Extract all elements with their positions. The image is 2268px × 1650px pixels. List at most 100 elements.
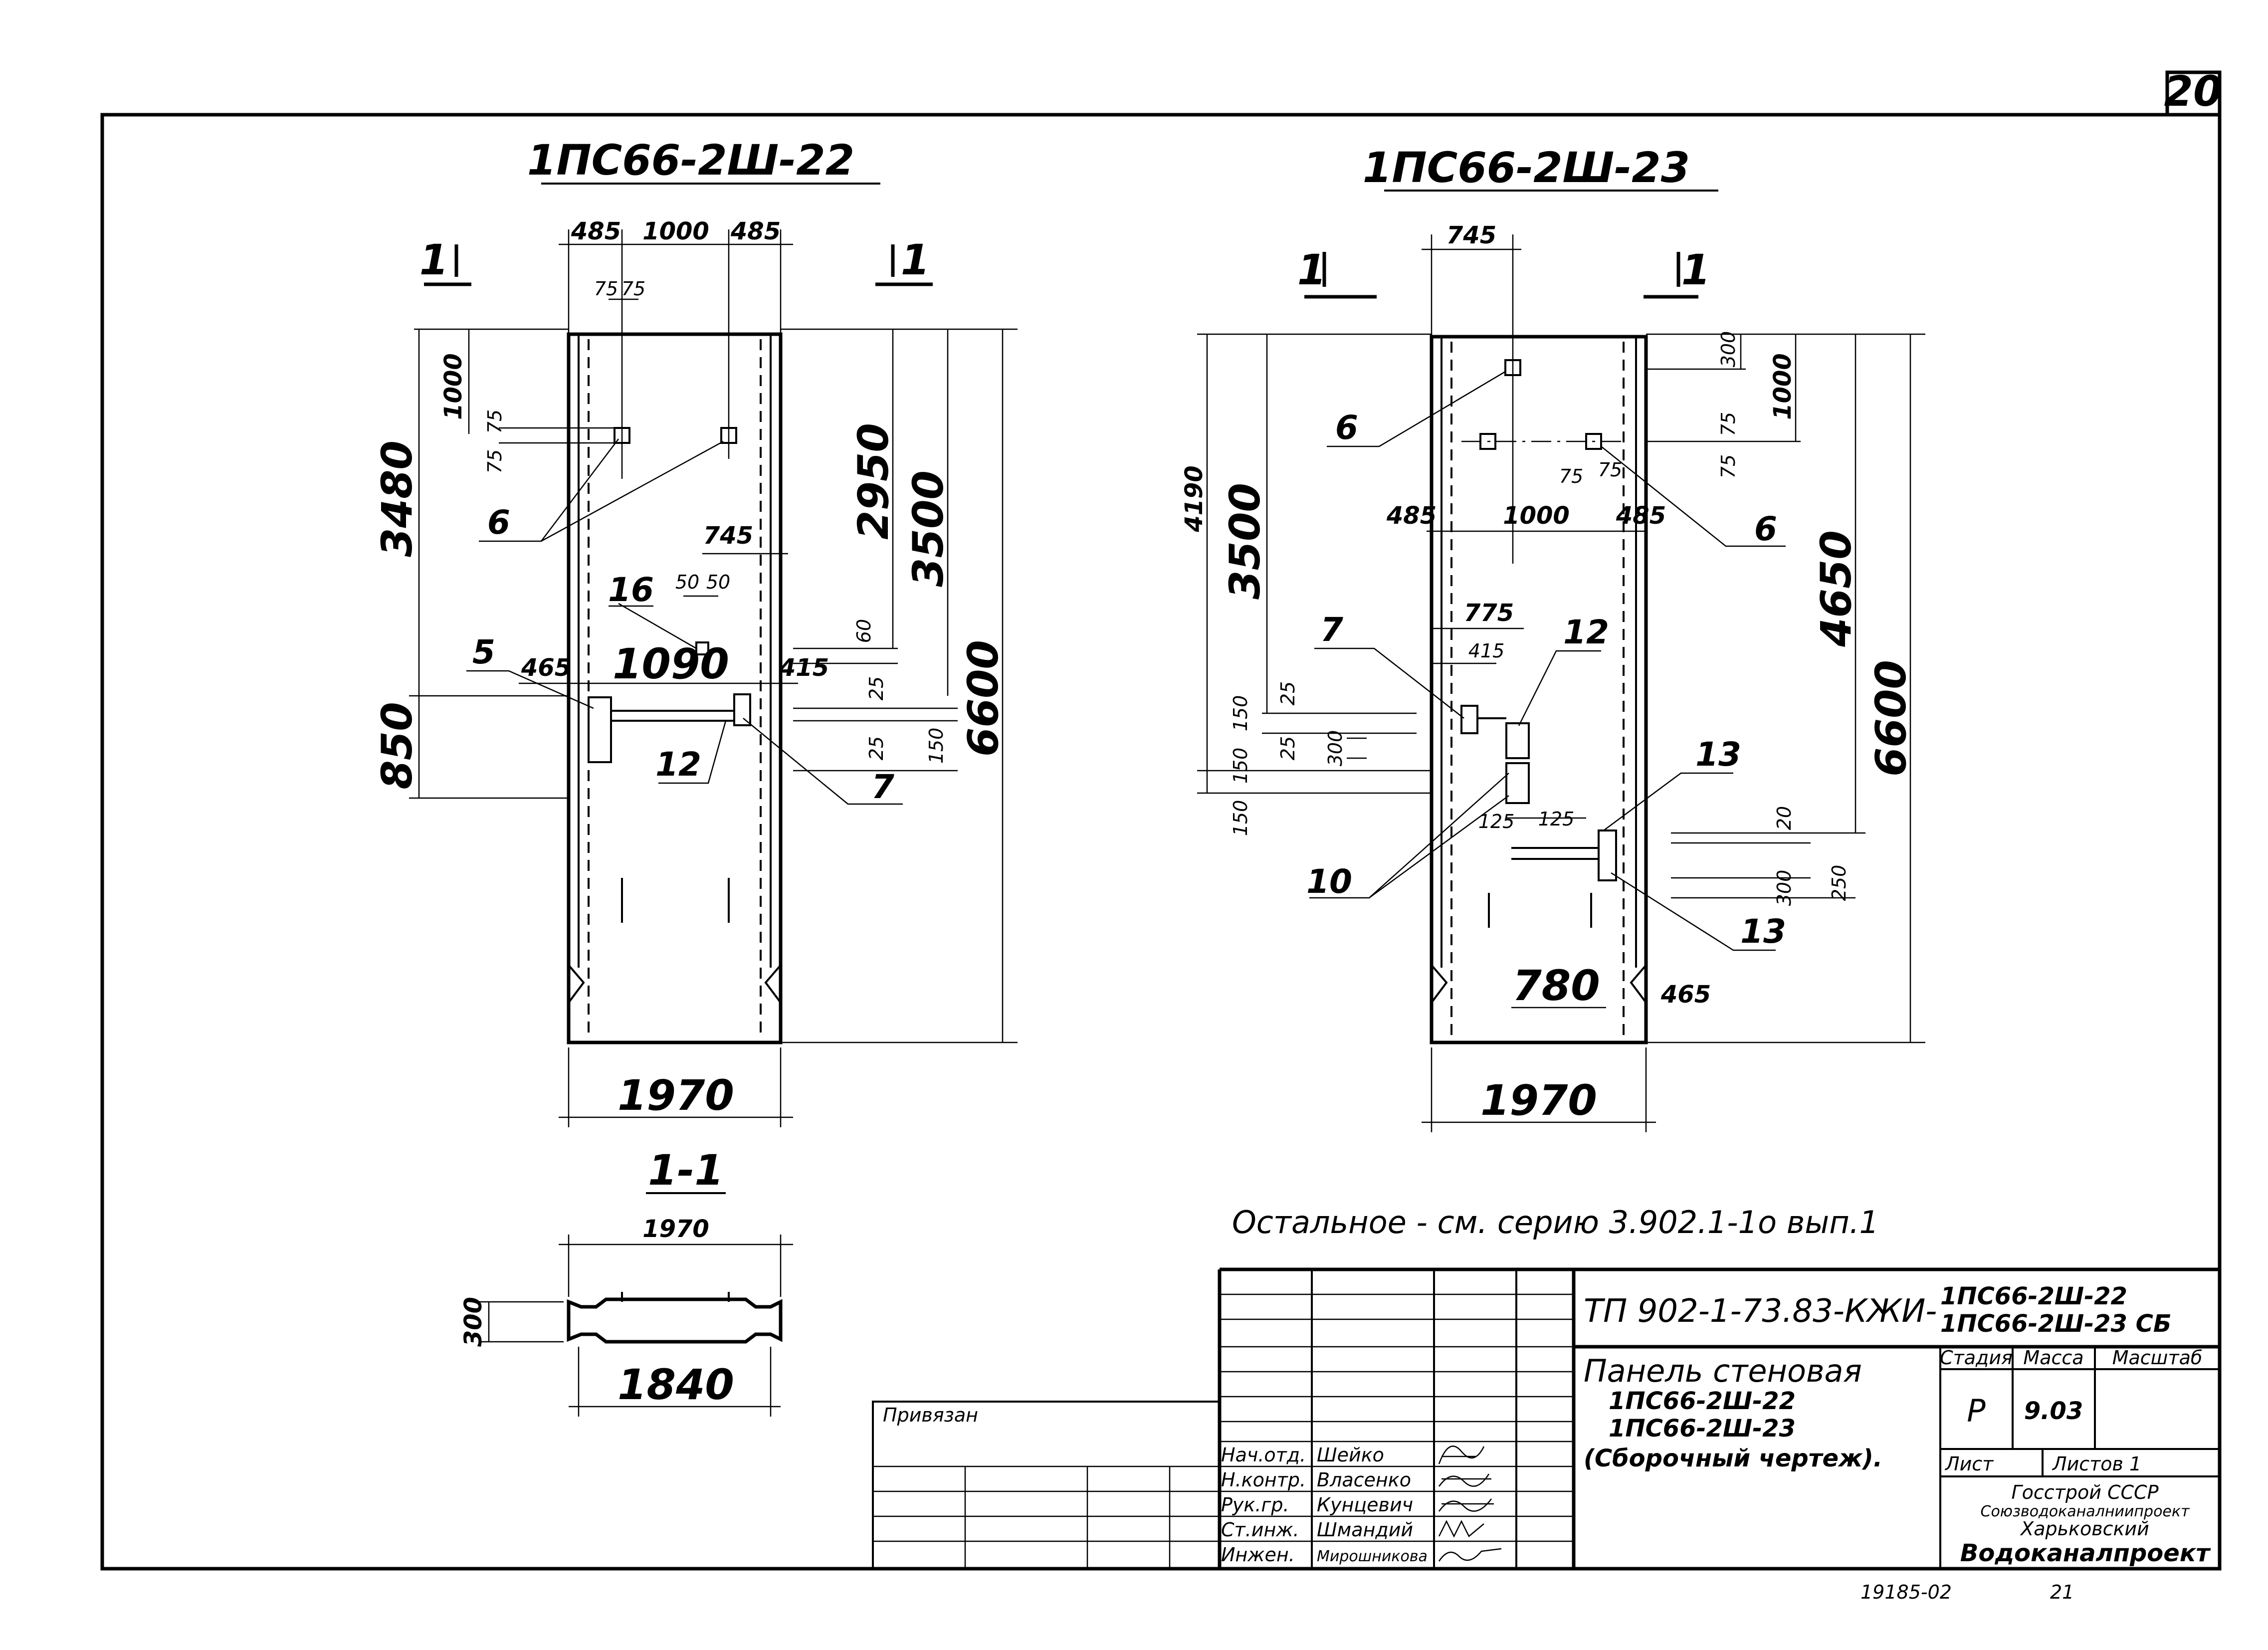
left-leader-5 <box>466 670 594 709</box>
left-dim-50b: 50 <box>706 571 730 593</box>
left-leader-12-label: 12 <box>655 745 701 784</box>
left-dim-v-850-label: 850 <box>373 702 421 789</box>
right-dim-485a: 485 <box>1386 502 1437 530</box>
left-dim-1090: 1090 <box>613 639 729 688</box>
left-leader-16 <box>618 603 697 649</box>
left-view-title: 1ПС66-2Ш-22 <box>527 136 854 185</box>
mass-value: 9.03 <box>2024 1397 2083 1425</box>
right-dim-3500: 3500 <box>1221 483 1269 600</box>
right-dim-25b: 25 <box>1277 736 1299 760</box>
sheets-label: Листов 1 <box>2052 1453 2141 1475</box>
left-leader-12 <box>658 720 727 784</box>
right-dim-300: 300 <box>1717 331 1739 368</box>
right-dim-300c: 300 <box>1324 730 1346 767</box>
right-leader-10 <box>1309 773 1509 899</box>
left-dim-415: 415 <box>779 654 829 682</box>
sheet-number-box <box>2165 70 2222 117</box>
right-dim-1000: 1000 <box>1769 353 1797 420</box>
left-dim-75b: 75 <box>621 278 645 300</box>
org-line-4: Водоканалпроект <box>1960 1539 2212 1567</box>
right-dim-150b: 150 <box>1230 748 1251 784</box>
name-5: Мирошникова <box>1317 1548 1428 1565</box>
section-dim-height: 300 <box>459 1297 487 1347</box>
role-3: Рук.гр. <box>1221 1494 1289 1516</box>
left-dim-75a: 75 <box>594 278 618 300</box>
left-dim-60: 60 <box>853 619 875 643</box>
title-block: Привязан Нач.отд. Н.контр. Рук.гр. Ст.ин… <box>872 1267 2220 1570</box>
left-panel-outline <box>567 332 783 1044</box>
sheet-label: Лист <box>1944 1453 1994 1475</box>
left-leader-6-label: 6 <box>487 503 510 542</box>
stage-grid <box>1940 1347 2220 1477</box>
left-leader-7 <box>743 718 903 805</box>
signature-1 <box>1438 1445 1485 1464</box>
right-leader-13-bottom-label: 13 <box>1740 912 1786 951</box>
right-leader-7 <box>1314 647 1464 719</box>
right-dim-4190: 4190 <box>1180 465 1208 533</box>
right-groove-notch <box>1431 964 1448 1004</box>
right-dim-20: 20 <box>1773 806 1795 830</box>
desc-line-1: Панель стеновая <box>1584 1353 1862 1389</box>
right-dim-485b: 485 <box>1616 502 1666 530</box>
right-leader-7-label: 7 <box>1320 611 1343 649</box>
right-leader-10-label: 10 <box>1306 862 1352 901</box>
right-dim-745: 745 <box>1446 221 1496 249</box>
signature-5 <box>1438 1548 1502 1562</box>
doc-mark-2: 1ПС66-2Ш-23 СБ <box>1940 1310 2171 1338</box>
right-embed-12 <box>1505 722 1530 759</box>
section-dim-top: 1970 <box>642 1215 709 1243</box>
right-leader-6-left-label: 6 <box>1335 409 1358 447</box>
right-groove-notch <box>1630 964 1647 1004</box>
left-leader-5-label: 5 <box>472 633 495 671</box>
left-dim-25a: 25 <box>865 676 887 700</box>
signature-2 <box>1438 1473 1491 1487</box>
right-embed-10 <box>1505 762 1530 804</box>
left-dim-v-2950-label: 2950 <box>849 423 898 540</box>
right-leader-12 <box>1518 650 1601 726</box>
doc-code: ТП 902-1-73.83-КЖИ- <box>1584 1293 1937 1330</box>
org-line-3: Харьковский <box>2020 1518 2149 1540</box>
desc-line-2: 1ПС66-2Ш-22 <box>1609 1387 1796 1415</box>
right-leader-13-bottom <box>1611 872 1776 951</box>
signature-3 <box>1438 1498 1494 1512</box>
right-dim-6600: 6600 <box>1866 660 1915 777</box>
section-title: 1-1 <box>648 1146 724 1195</box>
right-dim-75d: 75 <box>1598 459 1622 481</box>
left-view: 1ПС66-2Ш-22 485 1000 485 75 <box>373 136 1018 1127</box>
right-dim-25a: 25 <box>1277 681 1299 705</box>
role-1: Нач.отд. <box>1221 1444 1306 1466</box>
left-dim-485b: 485 <box>730 217 781 245</box>
section-view: 1-1 1970 300 1840 <box>459 1146 793 1417</box>
right-section-label: 1 <box>1297 245 1326 294</box>
footer-page: 21 <box>2050 1581 2074 1603</box>
right-dim-150a: 150 <box>1230 695 1251 732</box>
name-4: Шмандий <box>1317 1519 1413 1541</box>
left-leader-16-label: 16 <box>608 571 654 609</box>
right-dim-300b: 300 <box>1773 870 1795 906</box>
left-section-label-right: 1 <box>901 235 930 284</box>
header-mass: Масса <box>2023 1347 2083 1369</box>
left-groove-notch <box>764 964 782 1004</box>
section-profile <box>567 1297 783 1344</box>
role-5: Инжен. <box>1221 1544 1295 1566</box>
stage-value: Р <box>1967 1393 1986 1429</box>
right-view-title: 1ПС66-2Ш-23 <box>1363 143 1690 192</box>
right-dim-150c: 150 <box>1230 800 1251 836</box>
right-dim-775: 775 <box>1464 599 1514 627</box>
right-dim-4650: 4650 <box>1812 530 1860 647</box>
right-dim-250: 250 <box>1828 865 1850 901</box>
right-dim-75c: 75 <box>1559 465 1583 487</box>
left-dim-v-1000-label: 1000 <box>439 353 467 420</box>
right-dim-125b: 125 <box>1538 808 1575 830</box>
right-embed-7 <box>1460 705 1478 734</box>
left-dim-75c: 75 <box>484 410 506 433</box>
right-dim-1970: 1970 <box>1480 1076 1597 1125</box>
right-view: 1ПС66-2Ш-23 745 1 1 <box>1180 143 1925 1132</box>
section-dim-bottom: 1840 <box>618 1360 734 1409</box>
footer-number: 19185-02 <box>1860 1581 1952 1603</box>
role-4: Ст.инж. <box>1221 1519 1299 1541</box>
name-3: Кунцевич <box>1317 1494 1413 1516</box>
left-section-mark-right <box>875 244 933 286</box>
privyazan-block <box>872 1401 1221 1570</box>
sheet-number: 20 <box>2164 67 2223 116</box>
